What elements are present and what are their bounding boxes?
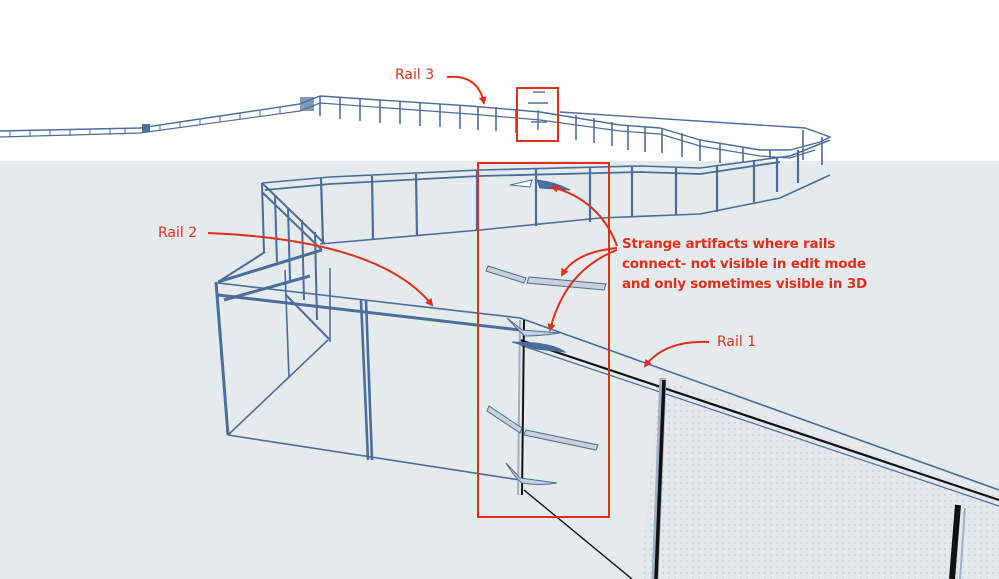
sky-background [0,0,999,161]
artifact-arrow-middle [561,247,618,277]
rail-1-label: Rail 1 [717,334,757,350]
rail-3-arrow [446,75,487,105]
rail-1-arrow [643,340,710,368]
artifact-note-line-2: connect- not visible in edit mode [622,256,866,272]
artifact-note-line-1: Strange artifacts where rails [622,236,836,252]
rail-3-junction-box [516,87,559,142]
artifact-region-box [477,162,610,518]
rail-3-label: Rail 3 [395,67,435,83]
artifact-note: Strange artifacts where rails connect- n… [622,234,867,294]
artifact-arrow-bottom [547,249,618,332]
rail-1-fence [517,317,999,579]
artifact-note-line-3: and only sometimes visible in 3D [622,276,868,292]
rail-3-fence [0,91,832,165]
rail-2-arrow [207,232,434,307]
rail-2-fence [214,139,831,481]
annotation-overlay [207,75,710,518]
rail-2-label: Rail 2 [158,225,198,241]
artifact-arrow-top [550,184,618,247]
rail-junction-artifacts [485,179,607,485]
